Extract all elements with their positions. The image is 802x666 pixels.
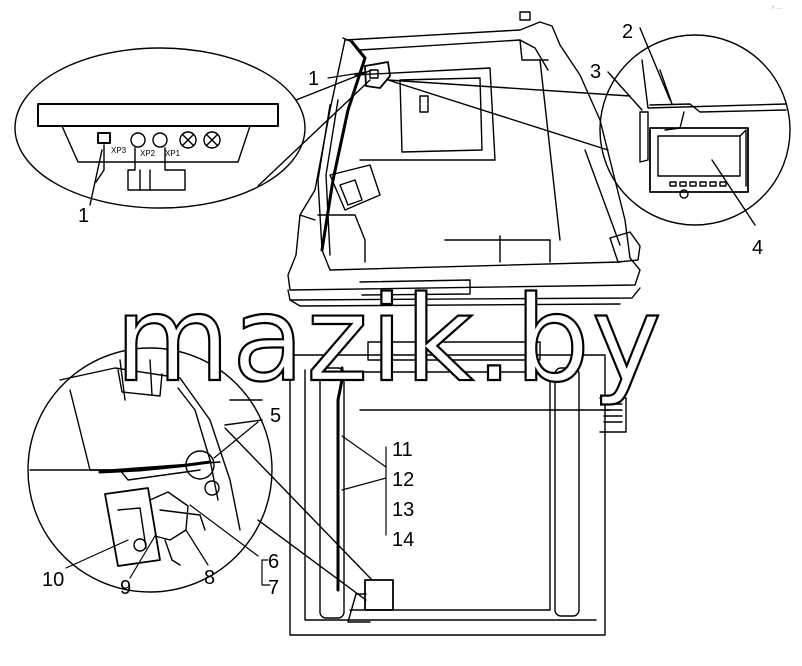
- cab-connector-block: [364, 61, 391, 89]
- watermark: mazik.by: [115, 270, 664, 408]
- connector-detail-callout: [14, 47, 373, 209]
- label-9: 9: [120, 577, 131, 599]
- monitor-detail-callout: [387, 27, 791, 226]
- cab-side-view: [287, 11, 641, 307]
- label-10: 10: [42, 569, 64, 591]
- windshield-cable: [320, 40, 367, 252]
- label-7: 7: [268, 577, 279, 599]
- xp1-label: XP1: [165, 149, 181, 158]
- label-12: 12: [392, 469, 414, 491]
- xp3-label: XP3: [111, 146, 127, 155]
- xp2-label: XP2: [140, 149, 156, 158]
- label-13: 13: [392, 499, 414, 521]
- label-3: 3: [590, 61, 601, 83]
- label-1-cab: 1: [308, 68, 319, 90]
- leader-lines: [65, 71, 387, 586]
- label-6: 6: [268, 551, 279, 573]
- corner-mark: ·° ···: [770, 6, 782, 12]
- label-11: 11: [392, 439, 413, 461]
- label-14: 14: [392, 529, 414, 551]
- cab-top-view: [289, 341, 627, 636]
- label-8: 8: [204, 567, 215, 589]
- lower-harness: [98, 460, 212, 474]
- label-4: 4: [752, 237, 763, 259]
- label-5: 5: [270, 405, 281, 427]
- label-2: 2: [622, 21, 633, 43]
- label-1-callout: 1: [78, 205, 89, 227]
- floor-cable: [336, 366, 344, 592]
